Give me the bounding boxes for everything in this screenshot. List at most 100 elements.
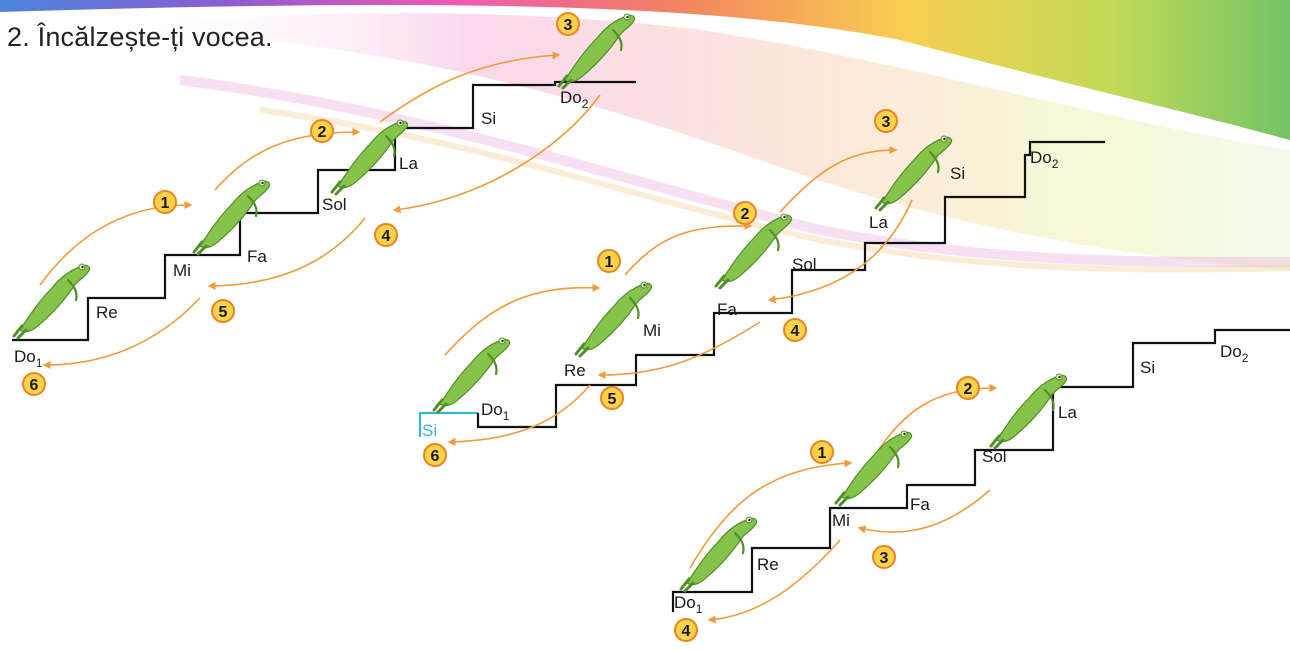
staircase	[12, 80, 636, 342]
badge-number: 1	[818, 445, 827, 462]
step-number-badge: 4	[674, 618, 698, 642]
step-number-badge: 5	[600, 386, 624, 410]
step-label: Re	[96, 303, 118, 322]
note-octave: 1	[696, 602, 703, 616]
arrow-icon	[689, 459, 853, 569]
step-label: Mi	[832, 511, 850, 530]
step-number-badge: 3	[556, 12, 580, 36]
step-number-badge: 6	[22, 372, 46, 396]
step-label: Fa	[717, 300, 737, 319]
badge-number: 3	[882, 114, 891, 131]
note-name: Re	[564, 361, 586, 380]
step-label: Re	[564, 361, 586, 380]
badge-number: 1	[605, 254, 614, 271]
note-name: Sol	[792, 255, 817, 274]
step-label: Mi	[643, 321, 661, 340]
note-name: Do	[14, 347, 36, 366]
note-name: Fa	[910, 495, 930, 514]
note-name: Re	[757, 555, 779, 574]
step-label: La	[869, 213, 888, 232]
frog-icon	[192, 179, 271, 256]
step-number-badge: 2	[310, 119, 334, 143]
page-title: 2. Încălzește-ți vocea.	[7, 22, 273, 52]
note-name: Do	[674, 593, 696, 612]
note-name: Do	[1220, 342, 1242, 361]
note-name: Sol	[982, 447, 1007, 466]
badge-number: 6	[431, 448, 440, 465]
arrow-icon	[392, 94, 601, 214]
step-number-badge: 2	[733, 201, 757, 225]
arrow-icon	[857, 489, 991, 534]
note-name: Do	[560, 88, 582, 107]
step-label: Do1	[481, 400, 510, 423]
note-name: Re	[96, 303, 118, 322]
arrow-icon	[447, 384, 591, 446]
note-name: Sol	[322, 195, 347, 214]
note-octave: 2	[1052, 157, 1059, 171]
step-label: Sol	[322, 195, 347, 214]
note-octave: 1	[503, 409, 510, 423]
frog-icon	[989, 373, 1068, 450]
arrow-icon	[624, 221, 753, 276]
badge-number: 4	[382, 228, 391, 245]
staircase	[476, 140, 1105, 429]
frog-icon	[432, 337, 511, 414]
step-label: Fa	[247, 247, 267, 266]
step-number-badge: 1	[810, 440, 834, 464]
frog-icon	[874, 135, 953, 212]
arrow-icon	[779, 146, 898, 213]
arrow-icon	[214, 128, 361, 191]
arrow-icon	[707, 539, 841, 624]
low-si-step	[418, 411, 478, 437]
low-si-label: Si	[422, 421, 437, 440]
badge-number: 4	[791, 323, 800, 340]
note-name: Mi	[173, 261, 191, 280]
badge-number: 3	[880, 550, 889, 567]
note-name: La	[869, 213, 888, 232]
arrow-icon	[597, 321, 761, 379]
arrow-icon	[444, 283, 601, 356]
step-label: Re	[757, 555, 779, 574]
step-number-badge: 2	[956, 376, 980, 400]
frog-icon	[12, 263, 91, 340]
note-name: Do	[1030, 148, 1052, 167]
badge-number: 2	[741, 206, 750, 223]
badge-number: 2	[964, 381, 973, 398]
note-name: Do	[481, 400, 503, 419]
frog-icon	[557, 13, 636, 90]
step-label: Sol	[792, 255, 817, 274]
step-label: Si	[1140, 358, 1155, 377]
arrow-icon	[39, 201, 193, 286]
badge-number: 1	[161, 195, 170, 212]
note-name: Mi	[643, 321, 661, 340]
staircase	[671, 328, 1290, 612]
step-label: Sol	[982, 447, 1007, 466]
step-label: Do2	[560, 88, 589, 111]
note-name: Si	[1140, 358, 1155, 377]
note-name: La	[399, 154, 418, 173]
step-number-badge: 4	[783, 318, 807, 342]
step-label: Do1	[14, 347, 43, 370]
note-octave: 1	[36, 356, 43, 370]
arrow-icon	[207, 217, 366, 290]
step-number-badge: 1	[153, 190, 177, 214]
step-label: La	[399, 154, 418, 173]
step-number-badge: 1	[597, 249, 621, 273]
note-octave: 2	[1242, 351, 1249, 365]
arrow-icon	[42, 297, 201, 369]
step-number-badge: 4	[374, 223, 398, 247]
arrow-icon	[767, 199, 913, 304]
step-label: Si	[481, 109, 496, 128]
badge-number: 6	[30, 377, 39, 394]
step-number-badge: 5	[211, 299, 235, 323]
step-label: Do2	[1220, 342, 1249, 365]
badge-number: 5	[608, 391, 617, 408]
badge-number: 3	[564, 17, 573, 34]
step-label: Mi	[173, 261, 191, 280]
